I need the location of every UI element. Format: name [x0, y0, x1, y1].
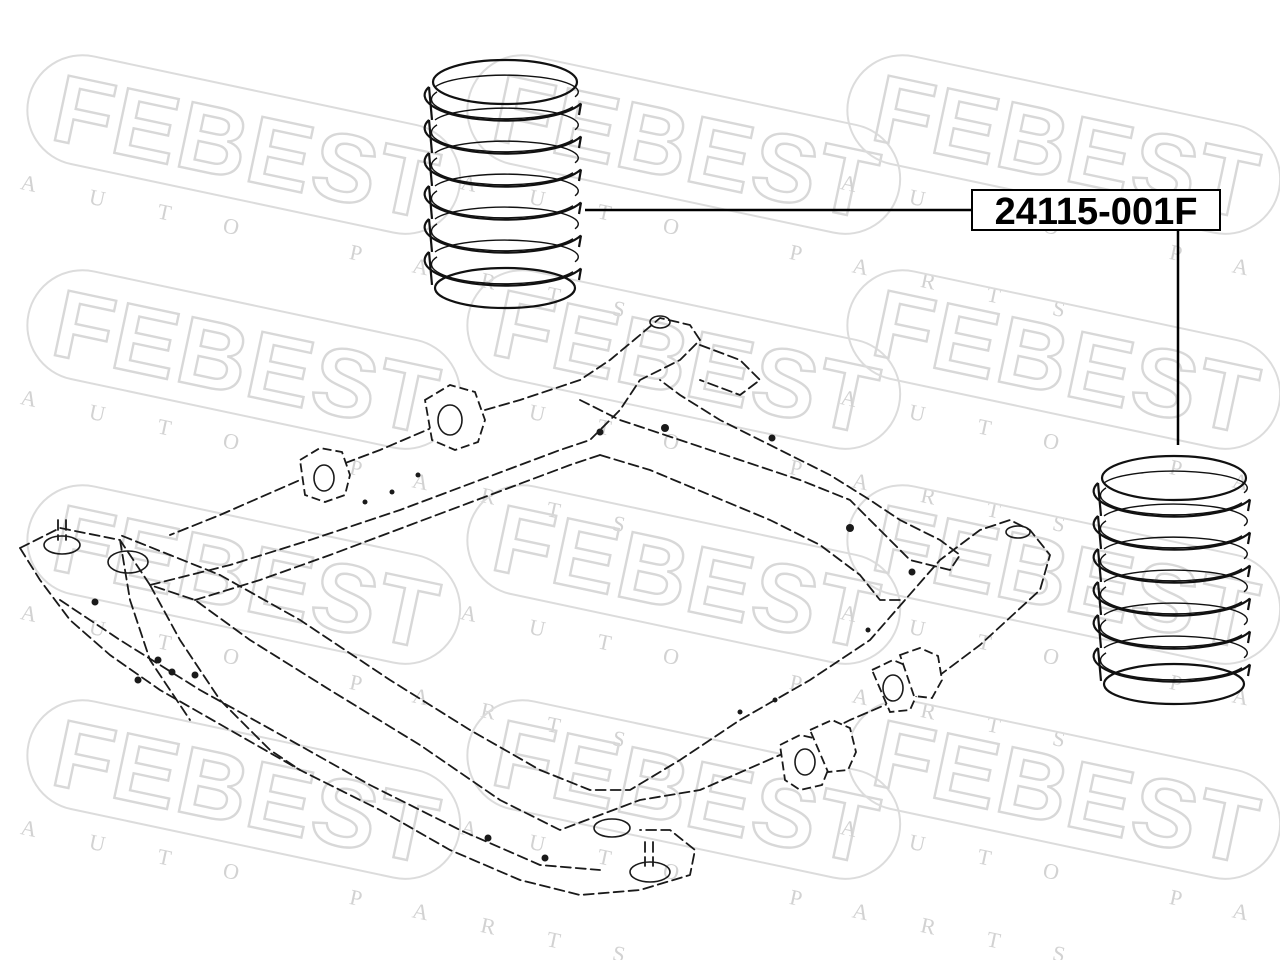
part-number-text[interactable]: 24115-001F — [995, 191, 1198, 233]
watermark-brand: FEBEST — [44, 55, 448, 241]
coil-spring-upper — [423, 58, 583, 310]
spring-coil-front — [423, 251, 582, 287]
spring-coil-inner — [1099, 652, 1243, 681]
spring-coil-front — [423, 86, 582, 122]
spring-coil-inner — [1099, 553, 1243, 582]
spring-coil-front — [1092, 647, 1251, 683]
spring-end-coil — [433, 266, 577, 310]
spring-end-coil — [431, 58, 579, 106]
coil-spring-lower — [1092, 454, 1252, 706]
part-number-label[interactable]: 24115-001F — [971, 189, 1221, 233]
spring-coil-inner — [430, 157, 574, 186]
watermark-ring — [466, 269, 902, 450]
spring-side — [1246, 598, 1252, 611]
spring-coil-inner — [430, 256, 574, 285]
spring-side — [1246, 631, 1252, 644]
spring-coil-front — [423, 218, 582, 254]
spring-side — [1246, 499, 1252, 512]
spring-coil-back — [1103, 569, 1248, 593]
spring-side — [427, 86, 434, 121]
watermark-brand: FEBEST — [484, 55, 888, 241]
watermark-brand: FEBEST — [44, 270, 448, 456]
spring-side — [577, 268, 583, 281]
spring-coil-back — [434, 107, 579, 131]
spring-end-coil — [1100, 454, 1248, 502]
spring-coil-inner — [1099, 487, 1243, 516]
watermark-brand: FEBEST — [44, 485, 448, 671]
part-number-box — [971, 189, 1221, 231]
spring-side — [427, 119, 434, 154]
spring-side — [1096, 614, 1103, 649]
subframe-drawing — [19, 315, 1051, 896]
spring-coil-front — [1092, 482, 1251, 518]
spring-coil-front — [1092, 581, 1251, 617]
spring-coil-inner — [430, 124, 574, 153]
spring-side — [427, 218, 434, 253]
watermark-brand: FEBEST — [484, 270, 888, 456]
spring-end-coil — [1102, 662, 1246, 706]
spring-side — [427, 185, 434, 220]
spring-side — [577, 169, 583, 182]
watermark-ring — [26, 484, 462, 665]
watermark-ring — [466, 484, 902, 665]
spring-coil-inner — [1099, 619, 1243, 648]
spring-coil-inner — [430, 91, 574, 120]
spring-side — [1246, 664, 1252, 677]
spring-coil-inner — [1099, 586, 1243, 615]
spring-coil-front — [423, 185, 582, 221]
spring-side — [1096, 581, 1103, 616]
spring-coil-front — [1092, 515, 1251, 551]
spring-side — [577, 235, 583, 248]
spring-coil-back — [434, 74, 579, 98]
spring-coil-inner — [430, 190, 574, 219]
spring-coil-front — [423, 152, 582, 188]
watermark-brand: FEBEST — [484, 485, 888, 671]
spring-side — [577, 103, 583, 116]
spring-coil-back — [434, 173, 579, 197]
watermark-ring — [466, 54, 902, 235]
spring-coil-front — [423, 119, 582, 155]
spring-coil-back — [1103, 503, 1248, 527]
spring-side — [577, 136, 583, 149]
spring-side — [1096, 548, 1103, 583]
spring-side — [1246, 532, 1252, 545]
spring-coil-inner — [430, 223, 574, 252]
spring-coil-back — [1103, 602, 1248, 626]
spring-coil-back — [1103, 635, 1248, 659]
spring-coil-back — [1103, 470, 1248, 494]
spring-side — [427, 251, 434, 286]
spring-side — [427, 152, 434, 187]
spring-coil-back — [434, 239, 579, 263]
spring-side — [577, 202, 583, 215]
spring-side — [1246, 565, 1252, 578]
spring-coil-inner — [1099, 520, 1243, 549]
spring-side — [1096, 482, 1103, 517]
spring-coil-back — [1103, 536, 1248, 560]
spring-coil-front — [1092, 614, 1251, 650]
spring-side — [1096, 647, 1103, 682]
spring-coil-back — [434, 140, 579, 164]
watermark-ring — [846, 269, 1280, 450]
spring-side — [1096, 515, 1103, 550]
watermark-ring — [26, 54, 462, 235]
watermark-ring — [466, 699, 902, 880]
spring-coil-back — [434, 206, 579, 230]
spring-coil-front — [1092, 548, 1251, 584]
